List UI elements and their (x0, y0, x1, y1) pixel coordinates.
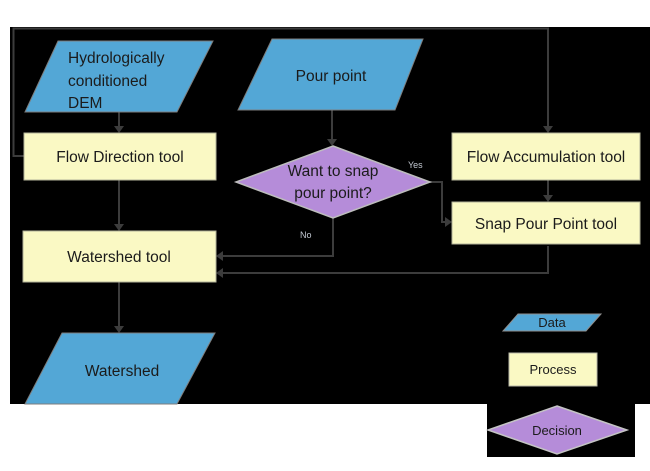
node-flow-accumulation-tool: Flow Accumulation tool (451, 132, 641, 181)
legend-data-shape (501, 313, 603, 332)
node-snap-decision: Want to snap pour point? (233, 145, 433, 219)
legend-item-decision: Decision (485, 405, 630, 455)
legend: Data Process Decision (485, 313, 630, 455)
edge-label-yes: Yes (408, 160, 423, 170)
edge-line (223, 218, 334, 257)
edge-line (430, 181, 445, 223)
legend-item-process: Process (508, 352, 598, 387)
node-watershed-output: Watershed (24, 332, 216, 405)
arrowhead-down-icon (114, 126, 124, 133)
data-parallelogram (24, 40, 214, 113)
legend-process-shape (508, 352, 598, 387)
arrowhead-down-icon (543, 126, 553, 133)
data-parallelogram (24, 332, 216, 405)
process-rectangle (451, 132, 641, 181)
legend-process-label: Process (530, 362, 577, 377)
node-label: Pour point (296, 68, 367, 85)
node-flow-direction-tool: Flow Direction tool (23, 132, 217, 181)
node-label: Hydrologically (68, 50, 165, 67)
arrowhead-left-icon (216, 251, 223, 261)
arrowhead-left-icon (216, 268, 223, 278)
arrowhead-down-icon (114, 224, 124, 231)
data-parallelogram (237, 38, 424, 111)
node-snap-pour-point-tool: Snap Pour Point tool (451, 201, 641, 245)
node-label: Want to snap (288, 163, 379, 180)
decision-diamond (233, 145, 433, 219)
edge-dem-to-flow-direction (114, 112, 124, 133)
node-label: Flow Accumulation tool (467, 149, 626, 166)
edge-label-no: No (300, 230, 312, 240)
node-label: DEM (68, 95, 102, 112)
edge-flow-direction-to-watershed-tool (114, 180, 124, 231)
legend-item-data: Data (501, 313, 603, 332)
legend-data-label: Data (538, 315, 566, 330)
process-rectangle (451, 201, 641, 245)
process-rectangle (23, 132, 217, 181)
node-watershed-tool: Watershed tool (22, 230, 217, 283)
edge-flow-direction-to-flow-accumulation (12, 27, 553, 157)
edge-pour-point-to-decision (327, 110, 337, 146)
node-label: pour point? (294, 185, 372, 202)
process-rectangle (22, 230, 217, 283)
edge-decision-no-to-watershed-tool: No (216, 218, 334, 261)
edge-flow-accumulation-to-snap-pour-point (543, 180, 553, 202)
edge-line (12, 27, 549, 157)
legend-decision-shape (485, 405, 630, 455)
node-label: Flow Direction tool (56, 149, 184, 166)
edge-decision-yes-to-snap-pour-point: Yes (408, 160, 452, 227)
node-hydrologically-conditioned-dem: Hydrologically conditioned DEM (24, 40, 214, 113)
arrowhead-down-icon (114, 326, 124, 333)
edge-watershed-tool-to-watershed (114, 282, 124, 333)
node-label: Watershed tool (67, 249, 171, 266)
edge-line (223, 246, 549, 274)
node-label: Watershed (85, 363, 159, 380)
legend-decision-label: Decision (532, 423, 582, 438)
edge-snap-pour-point-to-watershed-tool (216, 246, 549, 278)
arrowhead-right-icon (445, 217, 452, 227)
arrowhead-down-icon (327, 139, 337, 146)
arrowhead-down-icon (543, 195, 553, 202)
node-label: Snap Pour Point tool (475, 216, 617, 233)
node-pour-point: Pour point (237, 38, 424, 111)
node-label: conditioned (68, 73, 147, 90)
